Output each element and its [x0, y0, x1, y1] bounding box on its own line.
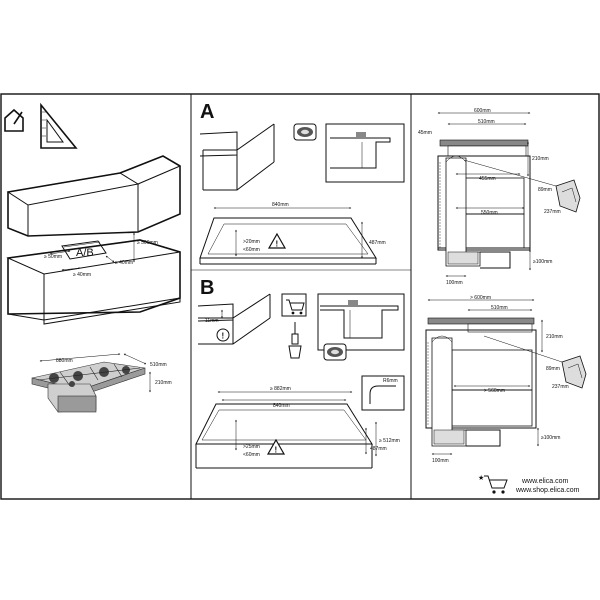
cabinet-bottom-vent-depth: 237mm: [552, 384, 569, 390]
kitchen-dim-50: ≥ 50mm: [44, 254, 62, 260]
cabinet-top-left-offset: 45mm: [418, 130, 432, 136]
cabinet-bottom-opening-width: > 560mm: [484, 388, 505, 394]
svg-text:!: !: [276, 240, 279, 249]
panel-b-seal-label: 11mm: [205, 318, 219, 324]
panel-b-depth-label: 487mm: [370, 446, 387, 452]
kitchen-label-ab: A/B: [76, 247, 94, 259]
star-icon: ★: [478, 474, 484, 482]
kitchen-dim-40-right: ≥ 40mm: [115, 260, 133, 266]
footer-url-2[interactable]: www.shop.elica.com: [515, 487, 580, 494]
cabinet-bottom-inner-width: 510mm: [491, 305, 508, 311]
panel-a-letter: A: [200, 101, 214, 123]
panel-b-thickness-max: <60mm: [243, 452, 260, 458]
panel-b-width-label: 840mm: [273, 403, 290, 409]
cabinet-bottom-section: [425, 317, 537, 447]
cabinet-bottom-duct-height: ≥100mm: [541, 435, 560, 441]
svg-text:!: !: [222, 332, 225, 341]
hob-height-label: 210mm: [155, 380, 172, 386]
cabinet-top-vent-height: 89mm: [538, 187, 552, 193]
panel-a-cutout-drawing: [199, 217, 377, 265]
seal-tape-icon: [323, 343, 347, 361]
hob-depth-label: 510mm: [150, 362, 167, 368]
hob-width-label: 880mm: [56, 358, 73, 364]
svg-text:★: ★: [478, 474, 484, 482]
warning-icon: !: [266, 438, 286, 455]
svg-text:!: !: [275, 446, 278, 455]
cabinet-top-section: [437, 139, 531, 269]
kitchen-dim-40-left: ≥ 40mm: [73, 272, 91, 278]
kitchen-dim-500: ≥ 500mm: [137, 240, 158, 246]
panel-a-depth-label: 487mm: [369, 240, 386, 246]
panel-a-seal-detail: [325, 123, 405, 183]
panel-b-letter: B: [200, 277, 214, 299]
panel-a-thickness-min: >20mm: [243, 239, 260, 245]
kitchen-perspective-drawing: [6, 155, 181, 325]
cabinet-bottom-vent-height: 89mm: [546, 366, 560, 372]
cabinet-top-height: 210mm: [532, 156, 549, 162]
cabinet-top-opening-width: 550mm: [481, 210, 498, 216]
panel-b-thickness-min: >25mm: [243, 444, 260, 450]
panel-b-cutout-drawing: [195, 403, 373, 469]
cabinet-bottom-height: 210mm: [546, 334, 563, 340]
cabinet-top-outer-width: 600mm: [474, 108, 491, 114]
cabinet-bottom-vent-detail: [483, 335, 587, 389]
cabinet-top-inner-width: 510mm: [478, 119, 495, 125]
warning-icon: !: [267, 232, 287, 249]
info-icon: !: [216, 328, 230, 342]
panel-b-outer-depth-label: ≥ 512mm: [379, 438, 400, 444]
cabinet-top-duct-height: ≥100mm: [533, 259, 552, 265]
panel-b-outer-width-label: ≥ 882mm: [270, 386, 291, 392]
panel-b-radius-label: R6mm: [383, 378, 398, 384]
gas-hob-drawing: [31, 361, 146, 413]
sheet-border: [0, 93, 600, 500]
panel-b-seal-detail: [317, 293, 405, 351]
cabinet-bottom-duct-width: 100mm: [432, 458, 449, 464]
sealant-tube-icon: [288, 322, 302, 359]
shopping-cart-icon: [281, 293, 307, 317]
seal-tape-icon: [293, 123, 317, 141]
cabinet-top-vent-depth: 237mm: [544, 209, 561, 215]
panel-b-radius-detail: [361, 375, 405, 411]
square-triangle-icon: [4, 102, 78, 149]
panel-a-thickness-max: <60mm: [243, 247, 260, 253]
panel-a-worktop-section: [199, 123, 275, 191]
footer-url-1[interactable]: www.elica.com: [521, 478, 568, 485]
cabinet-bottom-outer-width: > 600mm: [470, 295, 491, 301]
panel-b-worktop-section: [197, 293, 271, 345]
cabinet-top-mid-width: 455mm: [479, 176, 496, 182]
cabinet-top-duct-width: 100mm: [446, 280, 463, 286]
shopping-cart-icon: [484, 475, 508, 494]
cabinet-top-vent-detail: [463, 159, 581, 213]
panel-a-width-label: 840mm: [272, 202, 289, 208]
